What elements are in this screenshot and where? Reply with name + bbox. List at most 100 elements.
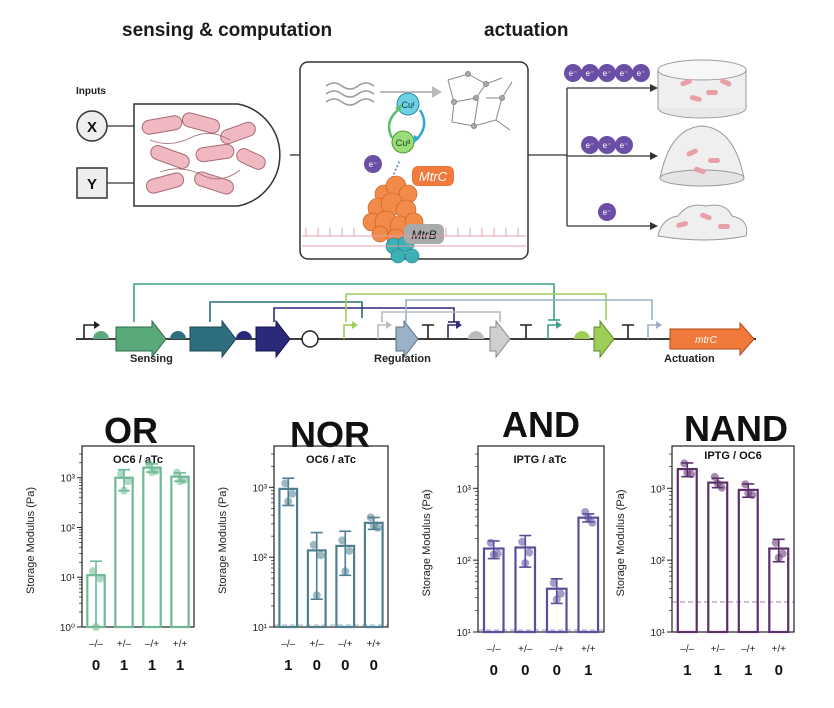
category-label: –/+ bbox=[550, 644, 564, 655]
bar bbox=[737, 488, 759, 634]
membrane bbox=[302, 228, 526, 247]
truth-value-label: 1 bbox=[584, 662, 592, 679]
data-point bbox=[744, 489, 753, 498]
rbs-icon-3 bbox=[236, 331, 252, 339]
y-axis-label: Storage Modulus (Pa) bbox=[615, 490, 627, 597]
y-axis-label: Storage Modulus (Pa) bbox=[421, 490, 433, 597]
data-point bbox=[148, 468, 156, 477]
rbs-icon bbox=[93, 331, 109, 339]
truth-value-label: 0 bbox=[313, 657, 321, 674]
chart-title: IPTG / aTc bbox=[514, 454, 567, 466]
data-point bbox=[176, 477, 184, 486]
truth-value-label: 1 bbox=[120, 657, 128, 674]
data-point bbox=[288, 489, 297, 498]
truth-value-label: 0 bbox=[521, 662, 529, 679]
data-point bbox=[316, 551, 325, 560]
bar bbox=[114, 476, 134, 629]
data-point bbox=[341, 567, 350, 576]
svg-text:e⁻: e⁻ bbox=[620, 141, 629, 150]
truth-value-label: 0 bbox=[370, 657, 378, 674]
svg-text:e⁻: e⁻ bbox=[620, 69, 629, 78]
data-point bbox=[366, 513, 375, 522]
data-point bbox=[92, 623, 100, 631]
regulation-line-4 bbox=[345, 293, 607, 322]
circuit-regulation-label: Regulation bbox=[374, 353, 431, 365]
terminator-icon bbox=[301, 330, 319, 348]
data-point bbox=[584, 513, 593, 522]
y-tick-label: 10⁰ bbox=[60, 623, 75, 634]
svg-text:e⁻: e⁻ bbox=[569, 69, 578, 78]
category-label: +/– bbox=[711, 644, 726, 655]
svg-text:e⁻: e⁻ bbox=[603, 208, 612, 217]
cell-filaments bbox=[149, 133, 241, 180]
data-point bbox=[117, 469, 125, 478]
y-tick-label: 10¹ bbox=[61, 573, 76, 584]
polymer-chains-icon bbox=[325, 82, 375, 106]
data-point bbox=[145, 459, 153, 468]
svg-text:e⁻: e⁻ bbox=[603, 69, 612, 78]
gate-and-title: AND bbox=[502, 404, 580, 445]
category-label: +/+ bbox=[173, 639, 188, 650]
electrons-row-3: e⁻ bbox=[598, 203, 616, 221]
regulator-gene-3 bbox=[593, 319, 615, 359]
regulator-gene-1 bbox=[395, 319, 419, 359]
data-point bbox=[284, 497, 293, 506]
gate-or-title: OR bbox=[104, 410, 158, 451]
gate-nor-title: NOR bbox=[290, 414, 370, 455]
chart-frame bbox=[671, 445, 795, 633]
truth-value-label: 0 bbox=[775, 662, 783, 679]
truth-value-label: 0 bbox=[490, 662, 498, 679]
sensor-gene-3 bbox=[255, 319, 291, 359]
data-point bbox=[710, 472, 719, 481]
circuit-actuation-label: Actuation bbox=[664, 353, 715, 365]
mtrc-badge bbox=[412, 166, 454, 186]
gel-cylinder-icon bbox=[657, 59, 747, 119]
y-tick-label: 10² bbox=[61, 523, 76, 534]
cu1-label: Cuᴵ bbox=[401, 100, 415, 110]
cu2-label: Cuᴵᴵ bbox=[396, 138, 411, 148]
electron-label: e⁻ bbox=[369, 160, 378, 169]
genetic-circuit: mtrC Sensing Regulation Actuation bbox=[76, 283, 756, 365]
mtrc-label: MtrC bbox=[419, 169, 448, 184]
input-y-label: Y bbox=[87, 176, 97, 193]
rbs-icon-2 bbox=[170, 331, 186, 339]
category-label: +/– bbox=[310, 639, 325, 650]
bar bbox=[482, 547, 505, 634]
y-tick-label: 10¹ bbox=[253, 623, 268, 634]
cu1-icon bbox=[396, 92, 420, 116]
regulation-line-1 bbox=[133, 283, 555, 322]
mtrc-gene-label: mtrC bbox=[695, 335, 717, 346]
category-label: +/– bbox=[117, 639, 132, 650]
mtrb-label: MtrB bbox=[411, 228, 436, 242]
category-label: +/+ bbox=[772, 644, 787, 655]
regulator-gene-2 bbox=[489, 319, 511, 359]
electrons-row-1: e⁻ e⁻ e⁻ e⁻ e⁻ bbox=[564, 64, 650, 82]
data-point bbox=[173, 468, 181, 477]
category-label: –/– bbox=[281, 639, 295, 650]
category-label: –/– bbox=[89, 639, 103, 650]
mtrb-protein-icon bbox=[385, 235, 420, 264]
truth-value-label: 1 bbox=[714, 662, 722, 679]
data-point bbox=[556, 589, 565, 598]
bar bbox=[142, 466, 162, 629]
data-point bbox=[281, 479, 290, 488]
truth-value-label: 1 bbox=[148, 657, 156, 674]
svg-text:e⁻: e⁻ bbox=[586, 69, 595, 78]
y-tick-label: 10³ bbox=[651, 484, 666, 495]
regulation-line-3 bbox=[273, 307, 455, 322]
regulation-line-5 bbox=[405, 299, 653, 322]
data-point bbox=[581, 507, 590, 516]
truth-value-label: 1 bbox=[176, 657, 184, 674]
chart-frame bbox=[81, 445, 195, 628]
category-label: +/+ bbox=[367, 639, 382, 650]
gel-dome-icon bbox=[659, 125, 745, 187]
y-tick-label: 10³ bbox=[457, 484, 472, 495]
chart-frame bbox=[273, 445, 389, 628]
y-axis-label: Storage Modulus (Pa) bbox=[25, 487, 37, 594]
truth-value-label: 0 bbox=[341, 657, 349, 674]
gel-puddle-icon bbox=[657, 204, 748, 241]
data-point bbox=[309, 540, 318, 549]
mtrc-gene bbox=[669, 321, 755, 357]
top-schematic: Inputs X Y Cuᴵ Cuᴵᴵ e⁻ bbox=[76, 59, 756, 365]
promoter-icon bbox=[83, 324, 94, 339]
